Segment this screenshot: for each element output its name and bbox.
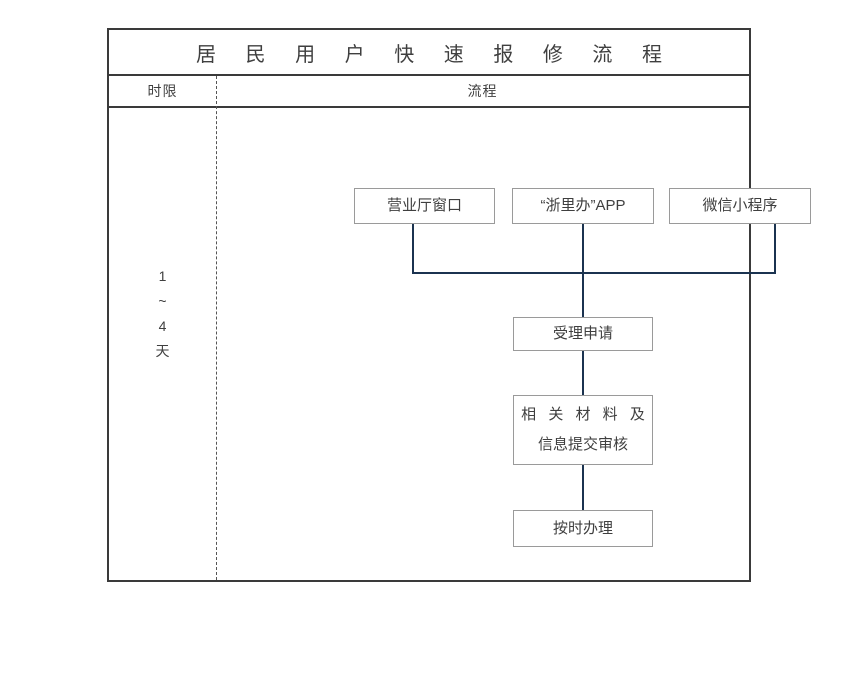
node-label-line-2: 信息提交审核 <box>537 436 628 453</box>
table-body: 1 ~ 4 天 营业厅窗口 “浙里办”APP 微信小程序 受理申请 <box>109 108 811 580</box>
column-divider-dashed <box>216 76 217 580</box>
time-limit-line-1: 1 <box>158 268 167 284</box>
node-materials-submit-review[interactable]: 相 关 材 料 及 信息提交审核 <box>513 395 653 465</box>
flowchart-table: 居 民 用 户 快 速 报 修 流 程 时限 流程 1 ~ 4 天 营业厅窗口 … <box>107 28 811 582</box>
connector-materials-to-process <box>582 464 584 511</box>
node-label: “浙里办”APP <box>540 197 626 214</box>
column-header-time-limit: 时限 <box>147 83 178 99</box>
connector-hall-down <box>412 224 414 274</box>
connector-wechat-down <box>774 224 776 274</box>
node-label: 受理申请 <box>552 325 613 342</box>
connector-center-to-accept <box>582 224 584 319</box>
column-header-process: 流程 <box>467 83 498 99</box>
time-limit-line-2: ~ <box>158 293 167 309</box>
node-label-line-1: 相 关 材 料 及 <box>521 406 649 423</box>
node-business-hall-window[interactable]: 营业厅窗口 <box>354 188 495 224</box>
flow-canvas: 营业厅窗口 “浙里办”APP 微信小程序 受理申请 相 关 材 料 及 信息提交… <box>216 108 811 580</box>
time-limit-line-3: 4 <box>158 318 167 334</box>
time-limit-line-4: 天 <box>155 343 170 359</box>
node-accept-application[interactable]: 受理申请 <box>513 317 653 351</box>
connector-accept-to-materials <box>582 350 584 396</box>
node-label: 营业厅窗口 <box>386 197 462 214</box>
connector-merge-bus <box>412 272 776 274</box>
node-wechat-miniprogram[interactable]: 微信小程序 <box>669 188 811 224</box>
node-label: 微信小程序 <box>702 197 778 214</box>
page-title: 居 民 用 户 快 速 报 修 流 程 <box>195 43 674 66</box>
node-process-on-time[interactable]: 按时办理 <box>513 510 653 547</box>
title-row: 居 民 用 户 快 速 报 修 流 程 <box>109 30 749 76</box>
node-label: 按时办理 <box>552 519 613 537</box>
time-limit-value: 1 ~ 4 天 <box>109 108 216 580</box>
column-header-row: 时限 流程 <box>109 76 749 108</box>
node-zhejiang-app[interactable]: “浙里办”APP <box>512 188 654 224</box>
